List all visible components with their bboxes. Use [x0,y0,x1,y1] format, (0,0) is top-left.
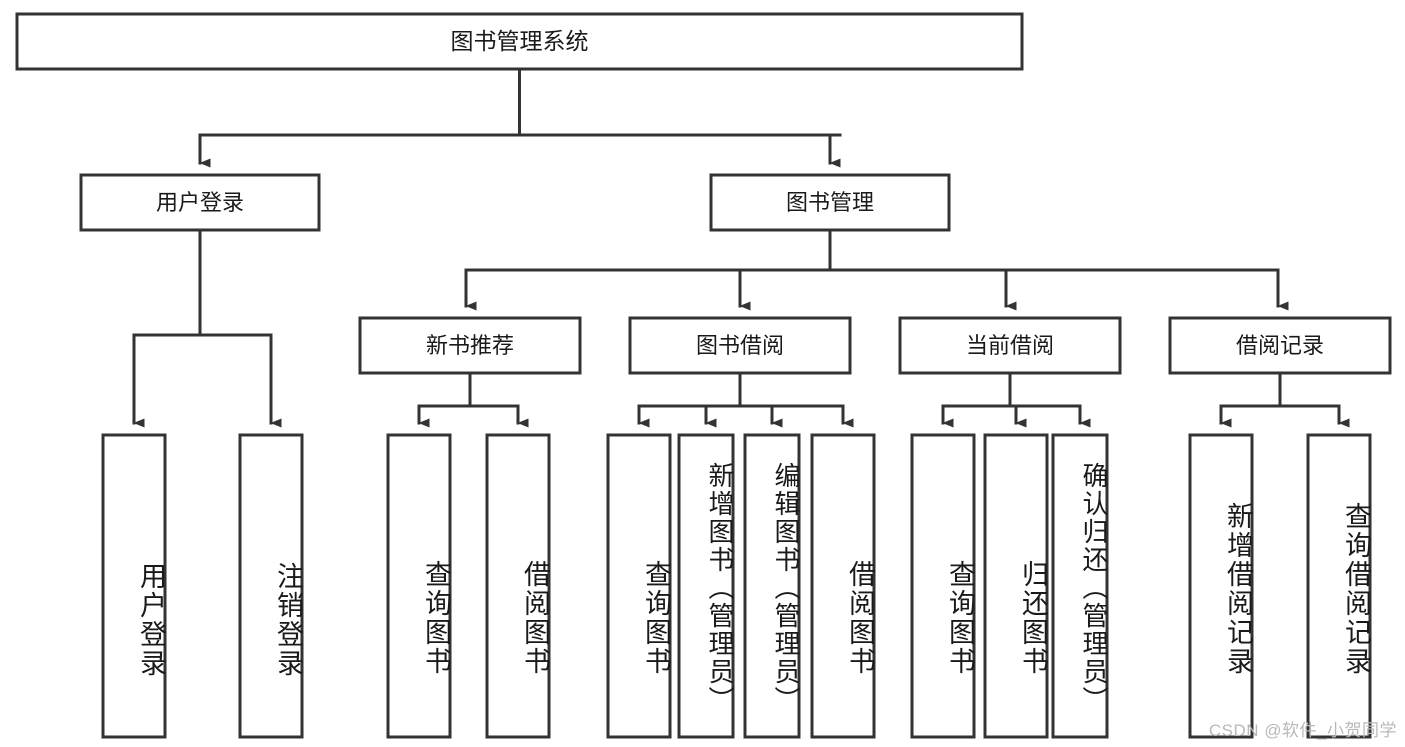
node-leaf-confirm-return[interactable] [1051,433,1109,739]
node-leaf-logout[interactable] [238,433,304,739]
node-user-login[interactable]: 用户登录 [79,173,321,232]
node-leaf-query-book-1[interactable] [386,433,452,739]
node-leaf-return-book[interactable] [983,433,1049,739]
node-user-login-label: 用户登录 [156,190,244,215]
connector-userlogin-to-leaves [132,228,282,428]
connector-currentborrow-to-leaves [941,371,1091,428]
node-root-label: 图书管理系统 [451,28,589,54]
connector-bookmgmt-to-level3 [464,228,1289,311]
connector-root-to-level2 [198,67,842,168]
node-current-borrow[interactable]: 当前借阅 [898,316,1122,375]
connector-borrowrecord-to-leaves [1219,371,1350,428]
node-book-borrow-label: 图书借阅 [696,333,784,358]
node-leaf-add-record[interactable] [1188,433,1254,739]
node-root[interactable]: 图书管理系统 [15,12,1024,71]
node-leaf-borrow-book-1[interactable] [485,433,551,739]
connector-bookborrow-to-leaves [637,371,854,428]
node-borrow-record-label: 借阅记录 [1236,333,1324,358]
watermark-text: CSDN @软件_小贺同学 [1208,721,1397,740]
node-leaf-user-login[interactable] [101,433,167,739]
node-leaf-borrow-book-2[interactable] [810,433,876,739]
node-leaf-query-record[interactable] [1306,433,1372,739]
node-leaf-edit-book[interactable] [743,433,801,739]
node-borrow-record[interactable]: 借阅记录 [1168,316,1392,375]
node-book-borrow[interactable]: 图书借阅 [628,316,852,375]
node-new-book-rec-label: 新书推荐 [426,333,514,358]
node-leaf-add-book[interactable] [677,433,735,739]
connector-newbook-to-leaves [417,371,529,428]
node-leaf-query-book-3[interactable] [910,433,976,739]
node-leaf-query-book-2[interactable] [606,433,672,739]
node-book-mgmt[interactable]: 图书管理 [709,173,951,232]
node-current-borrow-label: 当前借阅 [966,333,1054,358]
node-book-mgmt-label: 图书管理 [786,190,874,215]
node-new-book-rec[interactable]: 新书推荐 [358,316,582,375]
